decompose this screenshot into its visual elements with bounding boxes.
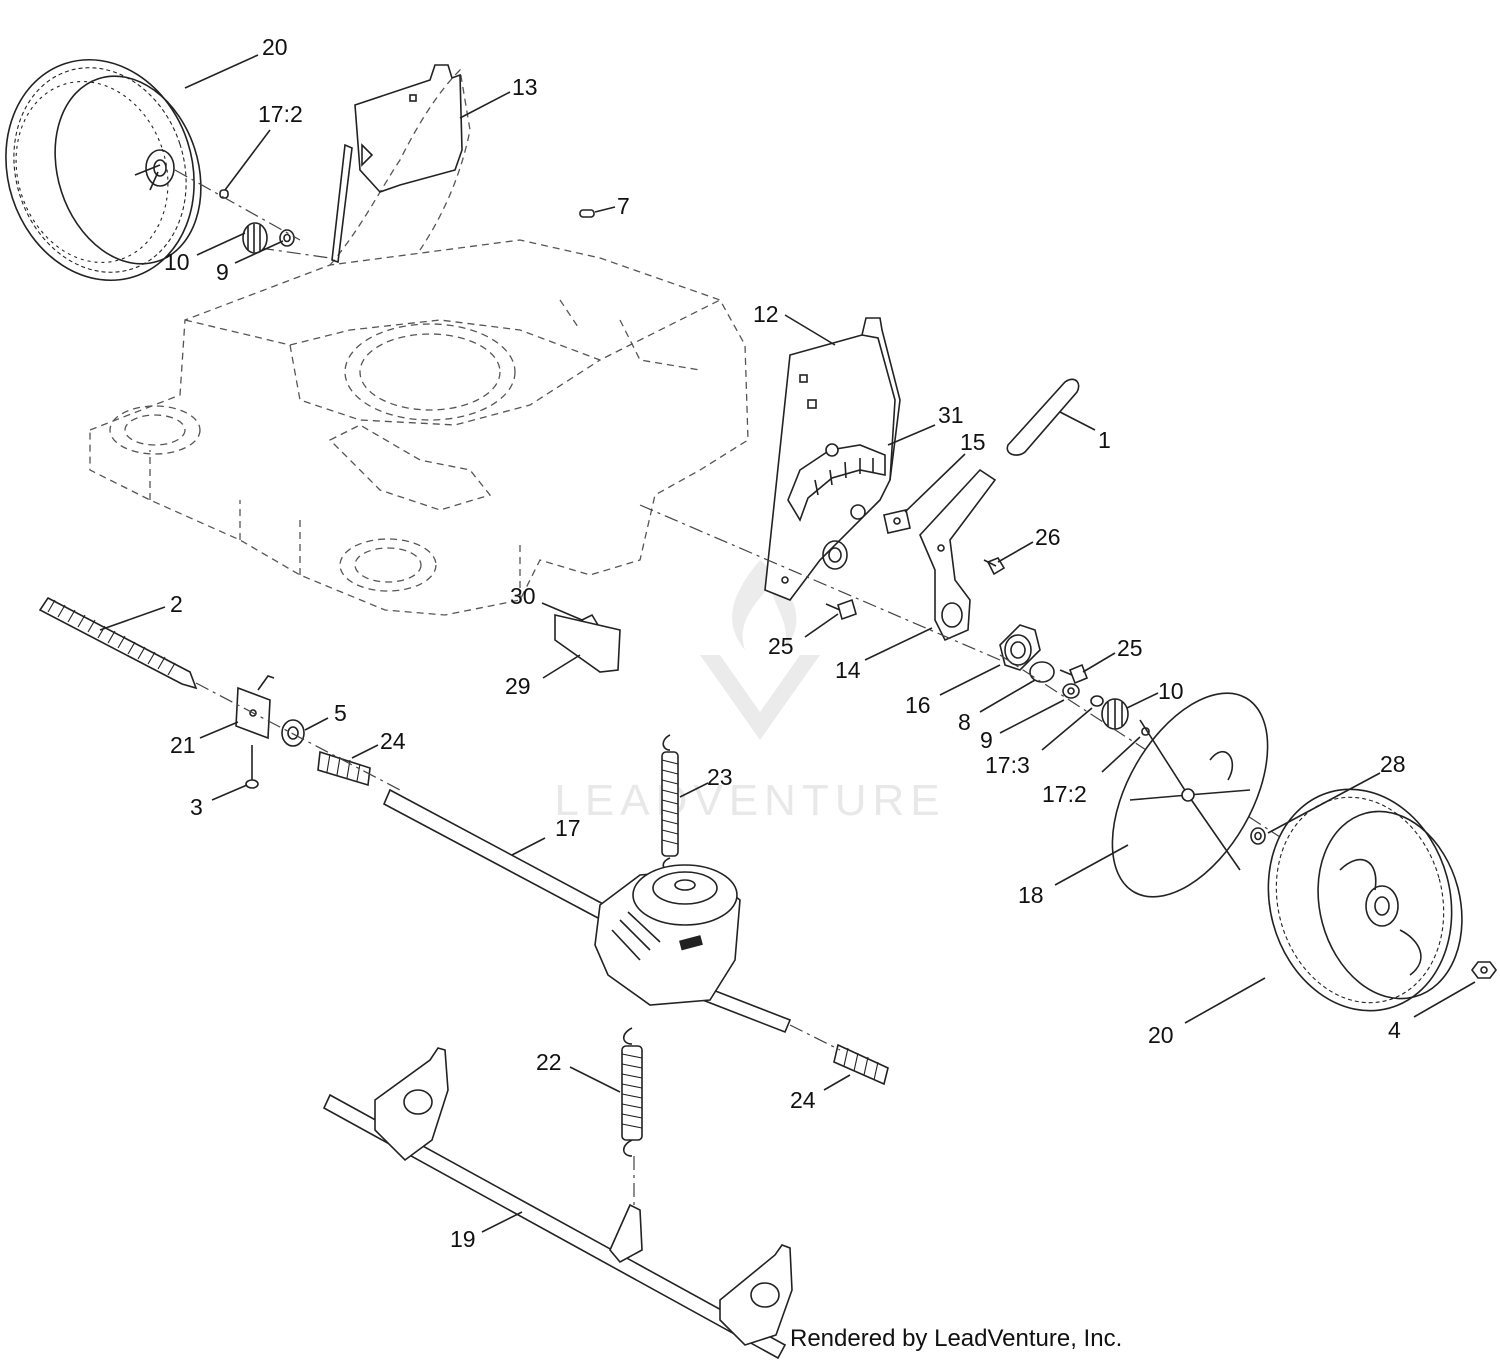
part-21-spring-bracket: [235, 675, 275, 740]
callout-20-top: 20: [262, 34, 288, 60]
callout-17-2-right: 17:2: [1042, 781, 1087, 807]
part-16-bearing-bracket: [999, 624, 1041, 671]
callout-19: 19: [450, 1226, 476, 1252]
callout-28: 28: [1380, 751, 1406, 777]
callout-22: 22: [536, 1049, 562, 1075]
callout-17-2-top: 17:2: [258, 101, 303, 127]
part-9-top-washer: [279, 229, 295, 247]
callout-10-top: 10: [164, 249, 190, 275]
part-24-spring-right: [833, 1043, 889, 1086]
part-10-right-gear: [1101, 698, 1129, 730]
mower-deck: [89, 68, 749, 616]
part-24-spring-left: [317, 750, 371, 787]
callout-29: 29: [505, 673, 531, 699]
part-20-wheel-rear-left: [5, 58, 202, 282]
leader-lines: [99, 54, 1476, 1233]
part-4-nut: [1471, 961, 1497, 979]
callout-labels: 20 17:2 13 7 10 9 12 31 15 1 26 2 30 25 …: [164, 34, 1406, 1252]
part-9-right-washer: [1062, 683, 1080, 699]
part-5-spacer: [281, 719, 305, 747]
callout-12: 12: [753, 301, 779, 327]
callout-23: 23: [707, 764, 733, 790]
callout-16: 16: [905, 692, 931, 718]
part-14-height-lever: [919, 468, 997, 642]
part-15-lever-clip: [883, 509, 911, 534]
part-8-bushing: [1029, 661, 1055, 683]
callout-13: 13: [512, 74, 538, 100]
part-10-top-gear: [242, 222, 268, 254]
part-26-bolt: [983, 557, 1006, 576]
callout-30: 30: [510, 583, 536, 609]
callout-2: 2: [170, 591, 183, 617]
part-28-washer: [1250, 827, 1266, 845]
callout-21: 21: [170, 732, 196, 758]
callout-26: 26: [1035, 524, 1061, 550]
watermark-v-icon: [700, 655, 820, 740]
callout-3: 3: [190, 794, 203, 820]
part-1-handle-grip: [1006, 378, 1080, 456]
part-31-index-plate: [787, 443, 886, 522]
callout-17-3: 17:3: [985, 752, 1030, 778]
callout-9-top: 9: [216, 259, 229, 285]
callout-4: 4: [1388, 1017, 1401, 1043]
watermark-text: LEADVENTURE: [554, 776, 945, 825]
callout-8: 8: [958, 709, 971, 735]
callout-17: 17: [555, 815, 581, 841]
callout-9-right: 9: [980, 727, 993, 753]
callout-25-upper: 25: [768, 633, 794, 659]
callout-31: 31: [938, 402, 964, 428]
callout-24-left: 24: [380, 728, 406, 754]
part-29-guard: [554, 613, 621, 673]
part-25-bolt-upper: [825, 598, 857, 621]
callout-20-right: 20: [1148, 1022, 1174, 1048]
callout-24-right: 24: [790, 1087, 816, 1113]
render-credit: Rendered by LeadVenture, Inc.: [790, 1325, 1122, 1352]
part-20-wheel-front-right: [1267, 788, 1463, 1012]
callout-5: 5: [334, 700, 347, 726]
part-23-extension-spring: [661, 734, 679, 871]
callout-18: 18: [1018, 882, 1044, 908]
part-2-spring: [38, 596, 198, 690]
callout-14: 14: [835, 657, 861, 683]
part-13-bracket: [259, 64, 463, 264]
part-22-extension-spring: [621, 1027, 643, 1210]
part-3-screw: [245, 745, 259, 789]
part-17-axle-transmission: [382, 788, 792, 1034]
callout-10-right: 10: [1158, 678, 1184, 704]
callout-1: 1: [1098, 427, 1111, 453]
part-18-wheel-cover: [1111, 692, 1269, 898]
part-25-bolt-lower: [1059, 663, 1089, 685]
callout-25-lower: 25: [1117, 635, 1143, 661]
part-17-3-clip: [1090, 695, 1104, 707]
watermark: LEADVENTURE: [554, 560, 945, 825]
callout-15: 15: [960, 429, 986, 455]
part-19-height-shaft: [322, 1047, 793, 1360]
callout-7: 7: [617, 193, 630, 219]
part-7-pin: [579, 209, 595, 218]
